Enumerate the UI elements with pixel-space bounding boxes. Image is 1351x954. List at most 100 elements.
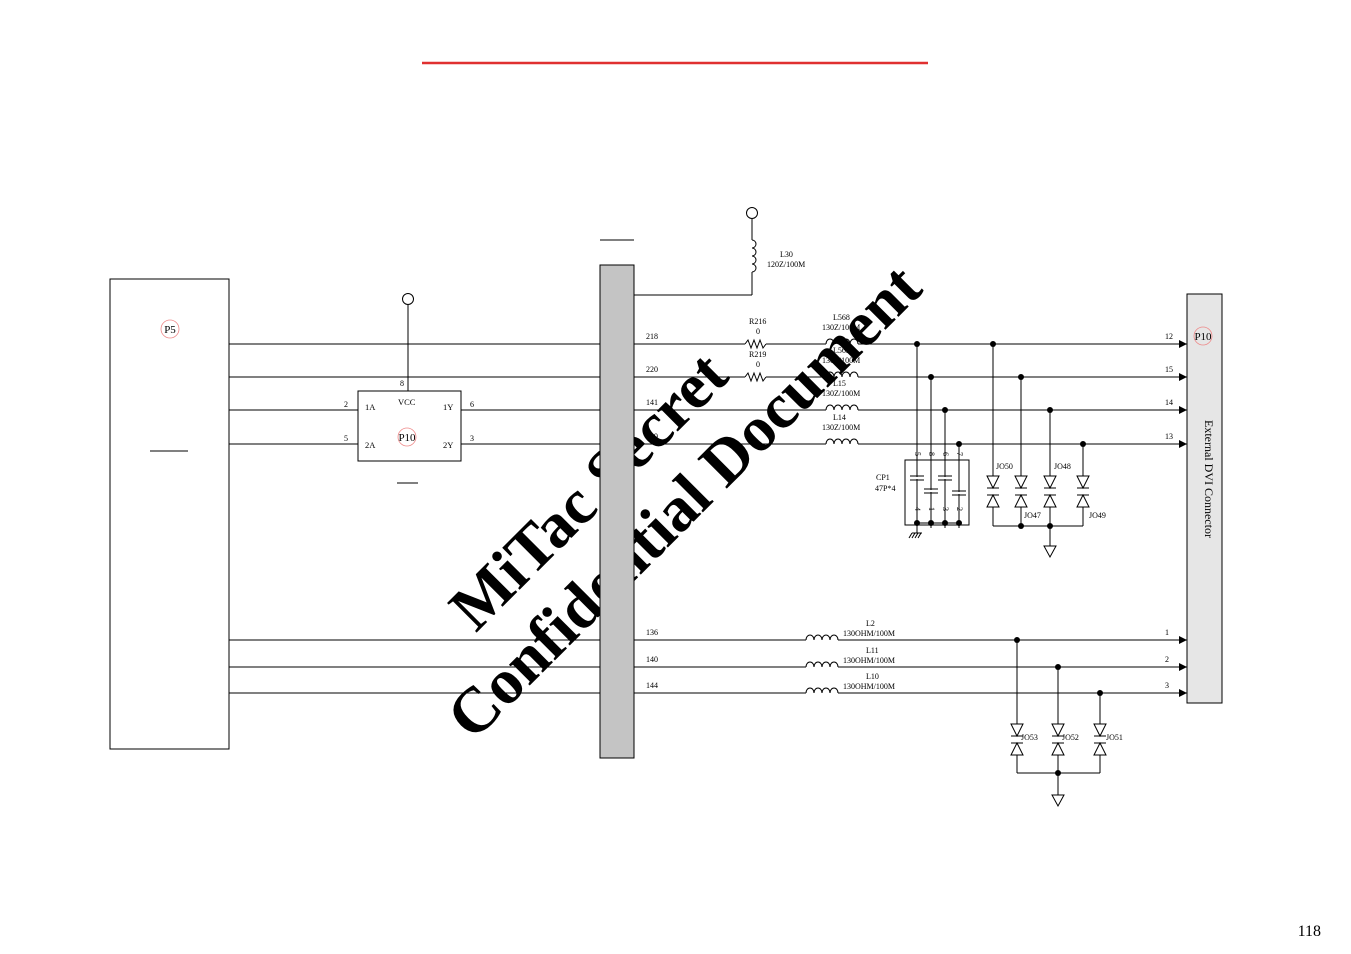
cp1-top-pin: 7 [955, 452, 964, 456]
bus-pin-label: 218 [646, 332, 658, 341]
signal-bus-bar [599, 264, 635, 759]
diode-lower-bottom [1010, 741, 1024, 756]
inductor-ref: L568 [833, 313, 850, 322]
buffer-pin-2y: 3 [470, 434, 474, 443]
resistor-symbol [744, 338, 767, 350]
junction-dot [1018, 523, 1024, 529]
junction-dot [1097, 690, 1103, 696]
connector-pin-label: 14 [1165, 398, 1173, 407]
buffer-1a-label: 1A [365, 402, 376, 412]
buffer-vcc-label: VCC [398, 397, 416, 407]
inductor-symbol [825, 338, 859, 345]
resistor-ref: R216 [749, 317, 766, 326]
connector-pin-arrow [1179, 663, 1187, 671]
left-block [109, 278, 230, 750]
diode-label-jo49: JO49 [1089, 511, 1106, 520]
inductor-symbol [805, 634, 839, 641]
connector-pin-label: 1 [1165, 628, 1169, 637]
buffer-1y-label: 1Y [443, 402, 453, 412]
cp1-bottom-pin: 4 [913, 507, 922, 511]
bus-pin-label: 141 [646, 398, 658, 407]
diode-upper-top [1014, 475, 1028, 490]
cp1-top-pin: 5 [913, 452, 922, 456]
dvi-connector: P10 External DVI Connector [1186, 293, 1223, 704]
buffer-pin-1a: 2 [344, 400, 348, 409]
bus-pin-label: 139 [646, 432, 658, 441]
connector-pin-label: 2 [1165, 655, 1169, 664]
buffer-pin-1y: 6 [470, 400, 474, 409]
bus-pin-label: 144 [646, 681, 658, 690]
ground-symbol [1051, 794, 1065, 808]
diode-lower-top [1093, 723, 1107, 738]
cp1-top-pin: 8 [927, 452, 936, 456]
connector-pin-label: 15 [1165, 365, 1173, 374]
bus-pin-label: 136 [646, 628, 658, 637]
page-ref-left: P5 [160, 319, 180, 339]
inductor-value: 130Z/100M [822, 323, 860, 332]
connector-pin-label: 12 [1165, 332, 1173, 341]
inductor-symbol [825, 404, 859, 411]
cp1-value: 47P*4 [875, 484, 895, 493]
connector-pin-label: 3 [1165, 681, 1169, 690]
diode-upper-top [1076, 475, 1090, 490]
cp1-bottom-pin: 3 [941, 507, 950, 511]
inductor-ref: L569 [833, 346, 850, 355]
diode-upper-bottom [986, 493, 1000, 508]
page-ref-left-label: P5 [164, 324, 176, 336]
watermark: MiTac Secret Confidential Document [433, 250, 935, 752]
l30-ref: L30 [780, 250, 793, 259]
cp1-bottom-pin: 2 [955, 507, 964, 511]
inductor-ref: L10 [866, 672, 879, 681]
inductor-symbol [805, 661, 839, 668]
junction-dot [1018, 374, 1024, 380]
page-ref-connector: P10 [1194, 331, 1212, 343]
cp1-top-pin: 6 [941, 452, 950, 456]
buffer-2a-label: 2A [365, 440, 376, 450]
diode-label-jo48: JO48 [1054, 462, 1071, 471]
connector-pin-arrow [1179, 373, 1187, 381]
junction-dot [990, 341, 996, 347]
junction-dot [1080, 441, 1086, 447]
left-wires [229, 343, 600, 694]
diode-label-jo50: JO50 [996, 462, 1013, 471]
diode-label-jo51: JO51 [1106, 733, 1123, 742]
inductor-value: 130OHM/100M [843, 682, 895, 691]
junction-dot [1047, 407, 1053, 413]
diode-lower-top [1051, 723, 1065, 738]
junction-dot [1055, 664, 1061, 670]
inductor-value: 130Z/100M [822, 356, 860, 365]
resistor-value: 0 [756, 327, 760, 336]
inductor-symbol [825, 438, 859, 445]
diode-lower-top [1010, 723, 1024, 738]
diode-lower-bottom [1093, 741, 1107, 756]
diode-lower-bottom [1051, 741, 1065, 756]
connector-pin-arrow [1179, 340, 1187, 348]
inductor-ref: L11 [866, 646, 879, 655]
diode-upper-top [1043, 475, 1057, 490]
junction-dot [1014, 637, 1020, 643]
connector-pin-label: 13 [1165, 432, 1173, 441]
resistor-symbol [744, 371, 767, 383]
bus-pin-label: 220 [646, 365, 658, 374]
buffer-2y-label: 2Y [443, 440, 453, 450]
ground-symbol [1043, 545, 1057, 559]
inductor-value: 130OHM/100M [843, 629, 895, 638]
buffer-pin-vcc: 8 [400, 379, 404, 388]
inductor-ref: L15 [833, 379, 846, 388]
inductor-value: 130OHM/100M [843, 656, 895, 665]
connector-pin-arrow [1179, 689, 1187, 697]
bus-pin-label: 140 [646, 655, 658, 664]
inductor-symbol [825, 371, 859, 378]
diode-upper-bottom [1043, 493, 1057, 508]
resistor-ref: R219 [749, 350, 766, 359]
connector-pin-arrow [1179, 440, 1187, 448]
